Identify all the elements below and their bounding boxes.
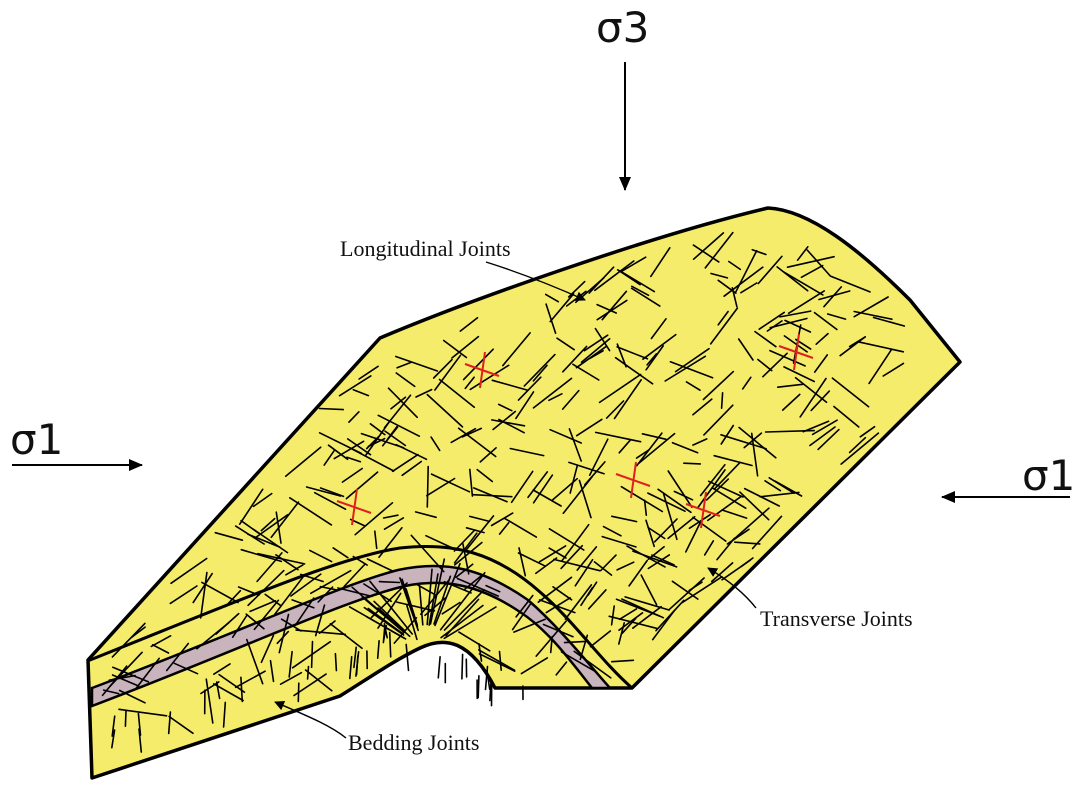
joint-line bbox=[478, 676, 479, 698]
joint-line bbox=[312, 642, 313, 668]
joint-line bbox=[462, 654, 463, 678]
bedding-joints-label: Bedding Joints bbox=[348, 730, 479, 755]
sigma3-label: σ3 bbox=[596, 3, 649, 52]
joint-line bbox=[335, 654, 336, 671]
transverse-joints-label: Transverse Joints bbox=[760, 606, 913, 631]
joint-line bbox=[684, 463, 701, 464]
sigma1-right-label: σ1 bbox=[1022, 451, 1075, 500]
joint-line bbox=[308, 667, 309, 679]
joint-line bbox=[722, 393, 723, 408]
joint-line bbox=[320, 409, 344, 410]
joint-line bbox=[125, 711, 126, 727]
sigma1-left-label: σ1 bbox=[10, 415, 63, 464]
longitudinal-joints-label: Longitudinal Joints bbox=[340, 236, 511, 261]
joint-line bbox=[427, 467, 428, 508]
joint-line bbox=[298, 683, 299, 701]
joint-line bbox=[490, 681, 491, 700]
joint-line bbox=[438, 657, 440, 678]
joint-line bbox=[390, 633, 391, 657]
joint-line bbox=[379, 582, 399, 583]
